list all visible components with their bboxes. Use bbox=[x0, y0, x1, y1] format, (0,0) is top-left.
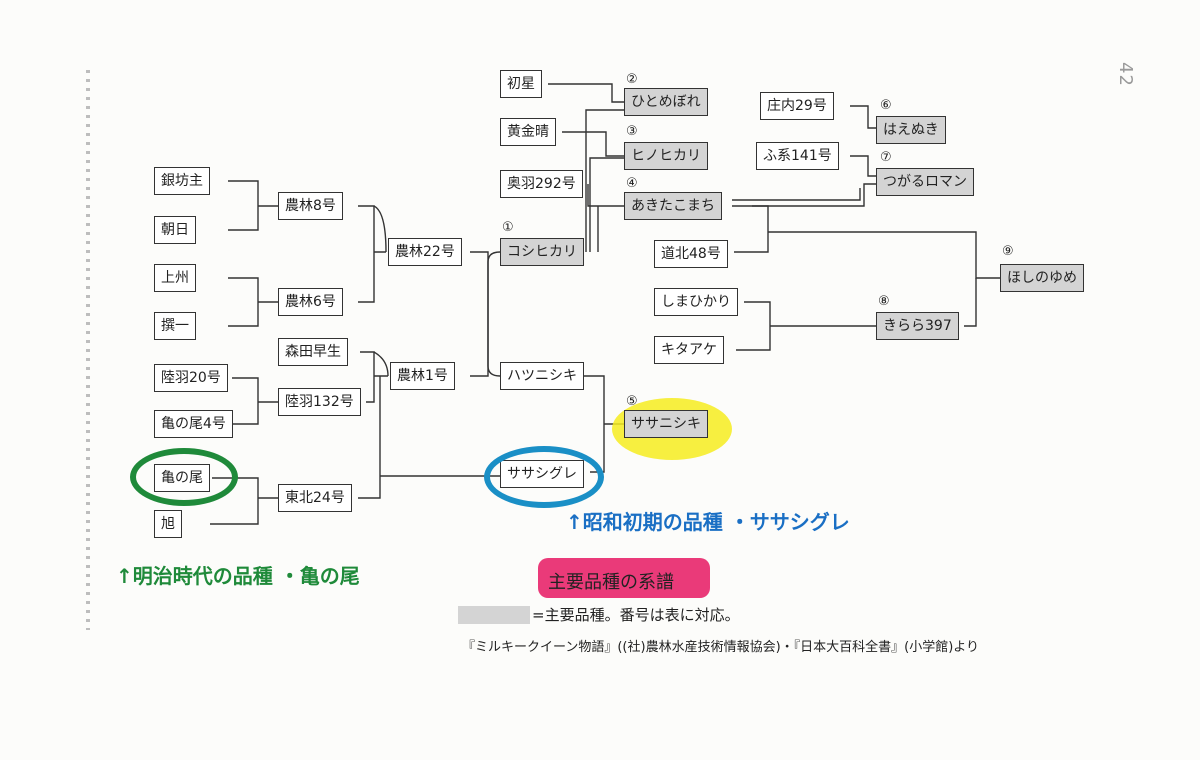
line-ou292 bbox=[587, 184, 624, 207]
caption-meiji-text: 明治時代の品種 ・亀の尾 bbox=[132, 564, 360, 588]
variety-norin1: 農林1号 bbox=[390, 362, 455, 390]
variety-tohoku24: 東北24号 bbox=[278, 484, 352, 512]
variety-hatsunishiki: ハツニシキ bbox=[500, 362, 584, 390]
variety-rikuu132: 陸羽132号 bbox=[278, 388, 361, 416]
line-akitakomachi-right2 bbox=[732, 188, 861, 201]
variety-asahi: 朝日 bbox=[154, 216, 196, 244]
variety-moritawase: 森田早生 bbox=[278, 338, 348, 366]
variety-hinohikari: ヒノヒカリ bbox=[624, 142, 708, 170]
line-to-hatsunishiki bbox=[487, 300, 501, 377]
legend-swatch bbox=[458, 606, 530, 624]
pink-highlight-title bbox=[538, 558, 710, 598]
variety-kirara397: きらら397 bbox=[876, 312, 959, 340]
variety-norin6: 農林6号 bbox=[278, 288, 343, 316]
variety-joshu: 上州 bbox=[154, 264, 196, 292]
variety-norin22: 農林22号 bbox=[388, 238, 462, 266]
variety-kyoku: 旭 bbox=[154, 510, 182, 538]
line-ginbouzu-asahi bbox=[228, 180, 278, 231]
up-arrow-icon: ↑ bbox=[116, 564, 133, 588]
variety-hitomebore: ひとめぼれ bbox=[624, 88, 708, 116]
number-4: ④ bbox=[626, 176, 638, 191]
number-1: ① bbox=[502, 220, 514, 235]
variety-fukei141: ふ系141号 bbox=[756, 142, 839, 170]
variety-norin8: 農林8号 bbox=[278, 192, 343, 220]
variety-koganebare: 黄金晴 bbox=[500, 118, 556, 146]
variety-shimahikari: しまひかり bbox=[654, 288, 738, 316]
caption-meiji: ↑明治時代の品種 ・亀の尾 bbox=[116, 560, 360, 589]
caption-showa: ↑昭和初期の品種 ・ササシグレ bbox=[566, 506, 850, 535]
number-8: ⑧ bbox=[878, 294, 890, 309]
line-morita-rikuu132 bbox=[360, 351, 375, 403]
up-arrow-icon: ↑ bbox=[566, 510, 583, 534]
line-tohoku24 bbox=[358, 376, 381, 499]
line-koshihikari-up bbox=[585, 109, 624, 252]
line-akitakomachi-down bbox=[734, 205, 769, 253]
blue-circle-sasashigure bbox=[484, 446, 604, 508]
caption-showa-text: 昭和初期の品種 ・ササシグレ bbox=[582, 510, 850, 534]
variety-tsugaruroman: つがるロマン bbox=[876, 168, 974, 196]
variety-hatsuboshi: 初星 bbox=[500, 70, 542, 98]
variety-kitaake: キタアケ bbox=[654, 336, 724, 364]
variety-kamenoo4: 亀の尾4号 bbox=[154, 410, 233, 438]
number-7: ⑦ bbox=[880, 150, 892, 165]
number-9: ⑨ bbox=[1002, 244, 1014, 259]
line-akitakomachi-right bbox=[732, 183, 876, 207]
line-to-norin1 bbox=[373, 351, 389, 377]
line-kirara-hoshinoyume bbox=[964, 278, 977, 327]
variety-haenuki: はえぬき bbox=[876, 116, 946, 144]
line-norin22-norin1 bbox=[470, 251, 489, 377]
line-norin8-norin6 bbox=[358, 205, 375, 303]
scan-edge-marks bbox=[86, 70, 90, 630]
diagram-title: 主要品種の系譜 bbox=[548, 572, 674, 593]
source-citation: 『ミルキークイーン物語』((社)農林水産技術情報協会)・『日本大百科全書』(小学… bbox=[462, 640, 980, 655]
line-joshu-senichi bbox=[228, 277, 278, 327]
legend-text: =主要品種。番号は表に対応。 bbox=[532, 606, 740, 624]
variety-akitakomachi: あきたこまち bbox=[624, 192, 722, 220]
green-circle-kamenoo bbox=[130, 448, 238, 506]
variety-dohoku48: 道北48号 bbox=[654, 240, 728, 268]
line-shimahikari-kitaake bbox=[736, 301, 876, 351]
line-to-hoshinoyume bbox=[768, 231, 1000, 279]
variety-ou292: 奥羽292号 bbox=[500, 170, 583, 198]
line-rikuu20-kamenoo4 bbox=[232, 377, 278, 425]
line-koganebare bbox=[562, 131, 624, 157]
line-to-koshihikari bbox=[487, 251, 501, 300]
variety-senichi: 撰一 bbox=[154, 312, 196, 340]
variety-sasanishiki: ササニシキ bbox=[624, 410, 708, 438]
line-shonai29 bbox=[850, 105, 876, 129]
number-3: ③ bbox=[626, 124, 638, 139]
number-2: ② bbox=[626, 72, 638, 87]
line-fukei141 bbox=[850, 155, 876, 177]
variety-ginbouzu: 銀坊主 bbox=[154, 167, 210, 195]
variety-koshihikari: コシヒカリ bbox=[500, 238, 584, 266]
variety-rikuu20: 陸羽20号 bbox=[154, 364, 228, 392]
number-6: ⑥ bbox=[880, 98, 892, 113]
line-to-norin22 bbox=[373, 205, 387, 253]
variety-shonai29: 庄内29号 bbox=[760, 92, 834, 120]
line-hatsuboshi bbox=[548, 83, 624, 103]
number-5: ⑤ bbox=[626, 394, 638, 409]
variety-hoshinoyume: ほしのゆめ bbox=[1000, 264, 1084, 292]
